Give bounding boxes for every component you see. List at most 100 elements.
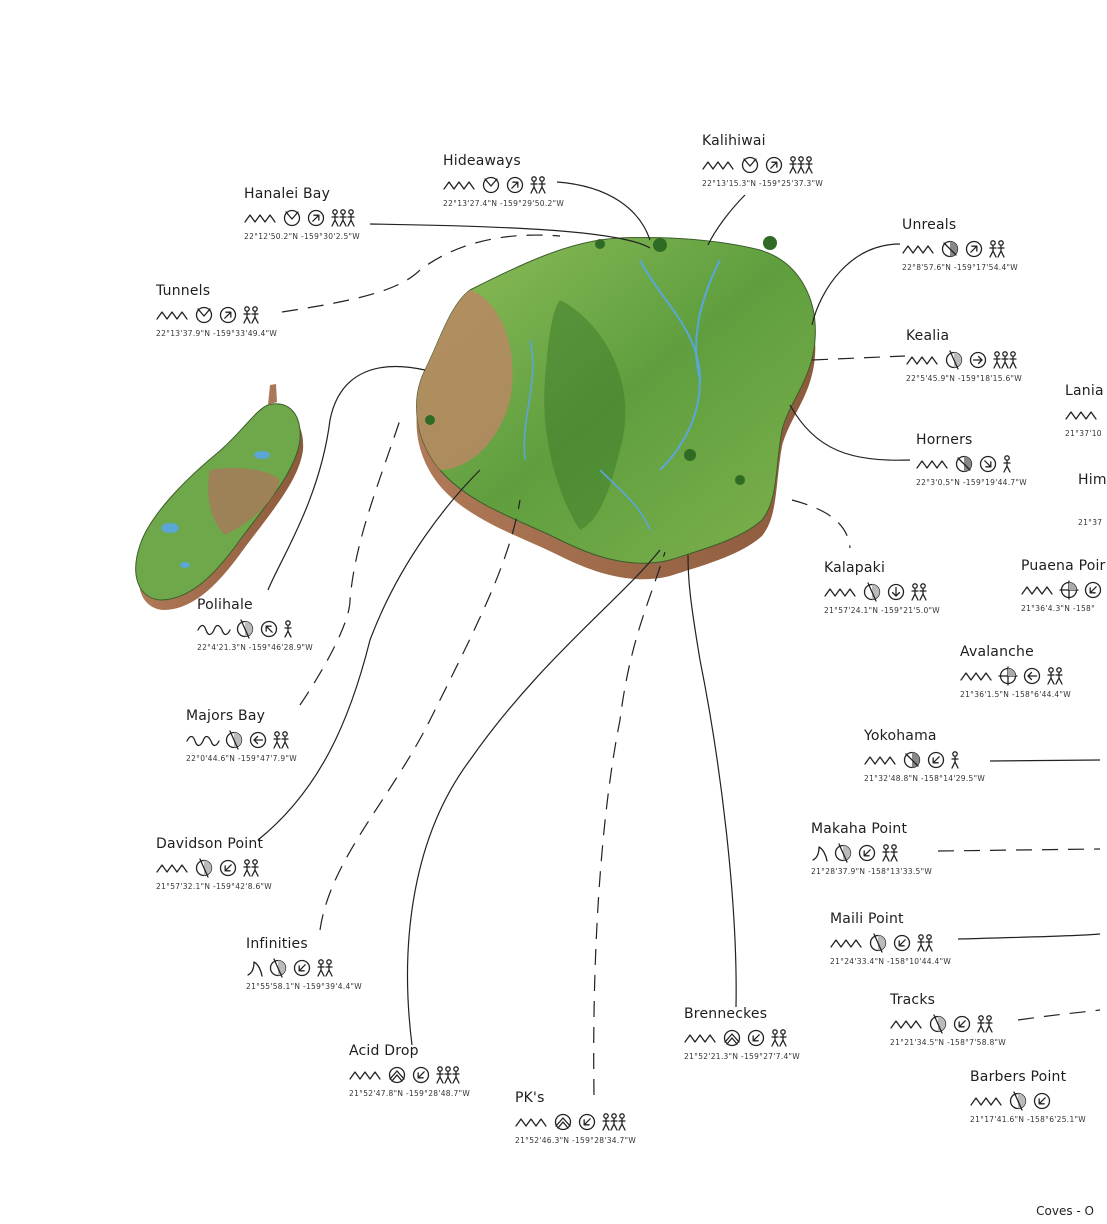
connector-lines bbox=[257, 181, 1101, 1096]
spot-hanalei-bay[interactable]: Hanalei Bay 22°12'50.2"N -159°30'2.5"W bbox=[244, 186, 360, 242]
direction-sw-icon bbox=[412, 1066, 430, 1084]
tide-circle-half-icon bbox=[903, 751, 921, 769]
spot-brenneckes[interactable]: Brenneckes 21°52'21.3"N -159°27'7.4"W bbox=[684, 1006, 800, 1062]
spot-hideaways[interactable]: Hideaways 22°13'27.4"N -159°29'50.2"W bbox=[443, 153, 564, 209]
tide-circle-x-icon bbox=[283, 209, 301, 227]
spot-coords: 22°0'44.6"N -159°47'7.9"W bbox=[186, 754, 297, 763]
direction-sw-icon bbox=[953, 1015, 971, 1033]
spot-icons bbox=[890, 1013, 1006, 1035]
direction-sw-icon bbox=[747, 1029, 765, 1047]
spot-polihale[interactable]: Polihale 22°4'21.3"N -159°46'28.9"W bbox=[197, 597, 313, 653]
tide-circle-slash-icon bbox=[236, 619, 254, 639]
spot-icons bbox=[684, 1027, 800, 1049]
spot-acid-drop[interactable]: Acid Drop 21°52'47.8"N -159°28'48.7"W bbox=[349, 1043, 470, 1099]
crowd-2-icon bbox=[243, 306, 259, 324]
tide-circle-rise-icon bbox=[388, 1066, 406, 1084]
crowd-1-icon bbox=[284, 620, 292, 638]
crowd-3-icon bbox=[602, 1113, 626, 1131]
spot-coords: 21°36'4.3"N -158° bbox=[1021, 604, 1096, 613]
peaky-wave-icon bbox=[1021, 586, 1053, 595]
wavy-wave-icon bbox=[197, 624, 231, 636]
direction-sw-icon bbox=[578, 1113, 596, 1131]
spot-name: Acid Drop bbox=[349, 1043, 419, 1059]
crowd-2-icon bbox=[1047, 667, 1063, 685]
spot-name: Hideaways bbox=[443, 153, 521, 169]
crowd-2-icon bbox=[882, 844, 898, 862]
spot-yokohama[interactable]: Yokohama 21°32'48.8"N -158°14'29.5"W bbox=[864, 728, 985, 784]
spot-name: Infinities bbox=[246, 936, 308, 952]
tide-circle-half-icon bbox=[955, 455, 973, 473]
spot-horners[interactable]: Horners 22°3'0.5"N -159°19'44.7"W bbox=[916, 432, 1027, 488]
spot-kealia[interactable]: Kealia 22°5'45.9"N -159°18'15.6"W bbox=[906, 328, 1022, 384]
tide-circle-slash-icon bbox=[225, 730, 243, 750]
spot-icons bbox=[902, 238, 1018, 260]
direction-w-icon bbox=[249, 731, 267, 749]
tide-circle-x-icon bbox=[195, 306, 213, 324]
spot-maili-point[interactable]: Maili Point 21°24'33.4"N -158°10'44.4"W bbox=[830, 911, 951, 967]
peaky-wave-icon bbox=[244, 214, 276, 223]
spot-coords: 21°52'21.3"N -159°27'7.4"W bbox=[684, 1052, 801, 1061]
spot-icons bbox=[443, 174, 564, 196]
direction-nw-icon bbox=[260, 620, 278, 638]
spot-coords: 21°37 bbox=[1078, 518, 1103, 527]
tide-circle-cross-icon bbox=[998, 666, 1018, 686]
curl-wave-icon bbox=[247, 961, 263, 977]
spot-icons bbox=[916, 453, 1027, 475]
spot-kalapaki[interactable]: Kalapaki 21°57'24.1"N -159°21'5.0"W bbox=[824, 560, 940, 616]
spot-him[interactable]: Him 21°37 bbox=[1078, 472, 1107, 528]
peaky-wave-icon bbox=[906, 356, 938, 365]
curl-wave-icon bbox=[812, 846, 828, 862]
peaky-wave-icon bbox=[349, 1071, 381, 1080]
spot-coords: 22°8'57.6"N -159°17'54.4"W bbox=[902, 263, 1019, 272]
spot-coords: 21°52'46.3"N -159°28'34.7"W bbox=[515, 1136, 637, 1145]
direction-ne-icon bbox=[219, 306, 237, 324]
spot-pks[interactable]: PK's 21°52'46.3"N -159°28'34.7"W bbox=[515, 1090, 636, 1146]
spot-makaha-point[interactable]: Makaha Point 21°28'37.9"N -158°13'33.5"W bbox=[811, 821, 932, 877]
spot-coords: 22°13'15.3"N -159°25'37.3"W bbox=[702, 179, 824, 188]
spot-infinities[interactable]: Infinities 21°55'58.1"N -159°39'4.4"W bbox=[246, 936, 362, 992]
direction-sw-icon bbox=[858, 844, 876, 862]
spot-tracks[interactable]: Tracks 21°21'34.5"N -158°7'58.8"W bbox=[890, 992, 1006, 1048]
spot-lania[interactable]: Lania 21°37'10 bbox=[1065, 383, 1104, 439]
spot-coords: 21°24'33.4"N -158°10'44.4"W bbox=[830, 957, 952, 966]
tide-circle-half-icon bbox=[941, 240, 959, 258]
peaky-wave-icon bbox=[864, 756, 896, 765]
spot-icons bbox=[830, 932, 951, 954]
spot-davidson-point[interactable]: Davidson Point 21°57'32.1"N -159°42'8.6"… bbox=[156, 836, 272, 892]
peaky-wave-icon bbox=[1065, 411, 1097, 420]
spot-name: Barbers Point bbox=[970, 1069, 1067, 1085]
spot-coords: 21°57'24.1"N -159°21'5.0"W bbox=[824, 606, 941, 615]
spot-icons bbox=[186, 729, 297, 751]
spot-barbers-point[interactable]: Barbers Point 21°17'41.6"N -158°6'25.1"W bbox=[970, 1069, 1086, 1125]
spot-name: Brenneckes bbox=[684, 1006, 768, 1022]
spot-avalanche[interactable]: Avalanche 21°36'1.5"N -158°6'44.4"W bbox=[960, 644, 1071, 700]
peaky-wave-icon bbox=[156, 311, 188, 320]
spot-coords: 22°5'45.9"N -159°18'15.6"W bbox=[906, 374, 1023, 383]
direction-sw-icon bbox=[1084, 581, 1102, 599]
direction-sw-icon bbox=[927, 751, 945, 769]
crowd-2-icon bbox=[977, 1015, 993, 1033]
spot-icons bbox=[864, 749, 985, 771]
tide-circle-rise-icon bbox=[554, 1113, 572, 1131]
spot-name: Maili Point bbox=[830, 911, 904, 927]
crowd-2-icon bbox=[530, 176, 546, 194]
peaky-wave-icon bbox=[902, 245, 934, 254]
direction-sw-icon bbox=[1033, 1092, 1051, 1110]
spot-puaena-point[interactable]: Puaena Poir 21°36'4.3"N -158° bbox=[1021, 558, 1106, 614]
spot-tunnels[interactable]: Tunnels 22°13'37.9"N -159°33'49.4"W bbox=[156, 283, 277, 339]
crowd-2-icon bbox=[917, 934, 933, 952]
spot-majors-bay[interactable]: Majors Bay 22°0'44.6"N -159°47'7.9"W bbox=[186, 708, 297, 764]
spot-name: Tunnels bbox=[156, 283, 211, 299]
direction-sw-icon bbox=[893, 934, 911, 952]
tide-circle-rise-icon bbox=[723, 1029, 741, 1047]
spot-icons bbox=[246, 957, 362, 979]
spot-kalihiwai[interactable]: Kalihiwai 22°13'15.3"N -159°25'37.3"W bbox=[702, 133, 823, 189]
spot-unreals[interactable]: Unreals 22°8'57.6"N -159°17'54.4"W bbox=[902, 217, 1018, 273]
spot-icons bbox=[156, 304, 277, 326]
spot-name: Lania bbox=[1065, 383, 1104, 399]
spot-coords: 21°52'47.8"N -159°28'48.7"W bbox=[349, 1089, 471, 1098]
crowd-2-icon bbox=[243, 859, 259, 877]
spot-coords: 21°17'41.6"N -158°6'25.1"W bbox=[970, 1115, 1087, 1124]
crowd-3-icon bbox=[993, 351, 1017, 369]
